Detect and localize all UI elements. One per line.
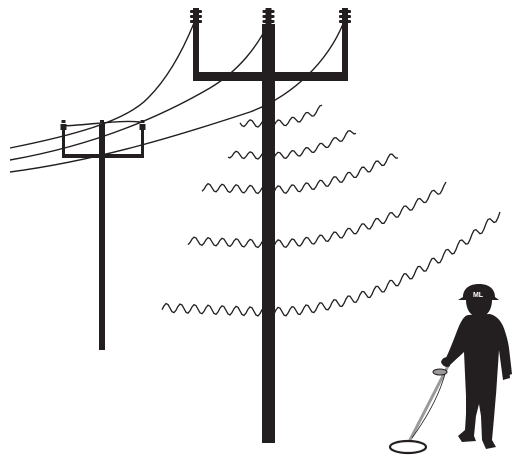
hat-logo-text: ML — [473, 292, 484, 299]
arm-strut-right — [141, 130, 144, 158]
arm-strut-right — [342, 24, 348, 80]
pole-post — [99, 130, 105, 350]
arm-strut-left — [193, 24, 199, 80]
pole-post — [262, 24, 275, 443]
cross-arm — [193, 72, 348, 81]
detector-armrest — [433, 369, 447, 375]
detector-coil — [390, 441, 426, 453]
arm-strut-left — [62, 130, 65, 158]
hat-logo-icon: ML — [473, 292, 484, 299]
cross-arm — [62, 154, 144, 158]
